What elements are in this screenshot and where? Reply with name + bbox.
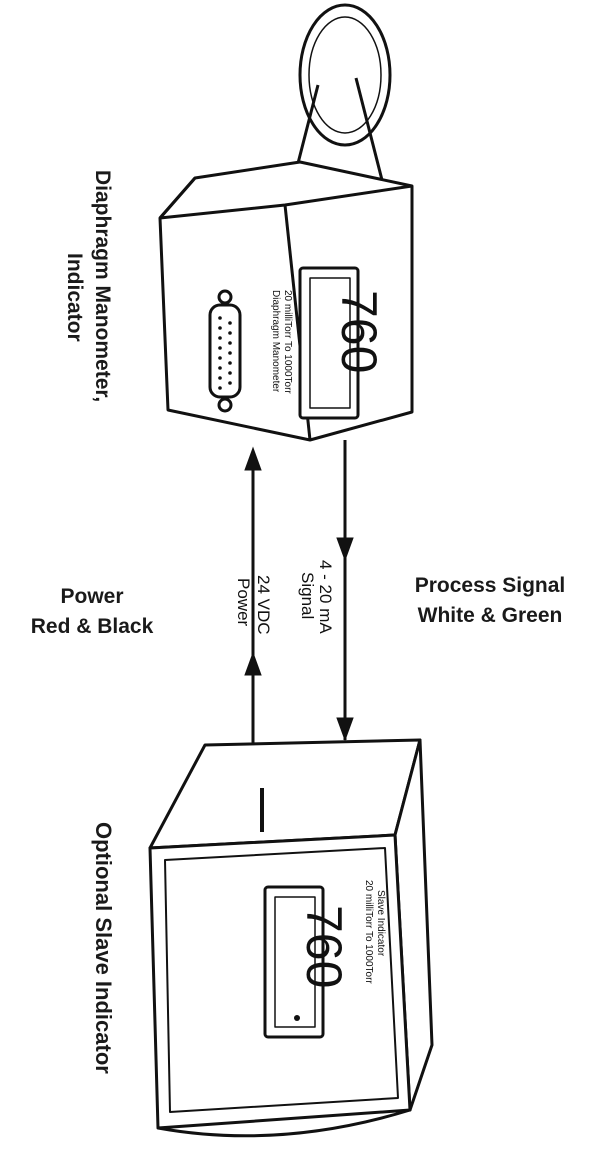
signal-wire xyxy=(336,440,354,742)
signal-wire-label-line2: Signal xyxy=(298,572,317,619)
connector-screw-bottom xyxy=(217,397,233,413)
process-signal-label-line1: Process Signal xyxy=(415,574,566,597)
manometer-readout: 760 xyxy=(331,290,387,373)
power-label: Power Red & Black xyxy=(31,585,154,638)
slave-plate-line2: 20 milliTorr To 1000Torr xyxy=(363,880,374,984)
db-connector xyxy=(208,303,242,399)
slave-display-window xyxy=(274,896,316,1028)
stem-outline xyxy=(293,77,384,181)
manometer-title-line1: Diaphragm Manometer, xyxy=(91,170,114,402)
slave-readout: 760 xyxy=(296,905,352,988)
manometer-plate-line1: 20 milliTorr To 1000Torr xyxy=(282,290,293,394)
power-wire xyxy=(244,446,262,745)
signal-wire-label-line1: 4 - 20 mA xyxy=(316,560,335,634)
housing-left-edge xyxy=(158,177,197,219)
slave-indicator xyxy=(148,738,434,1138)
diaphragm-manometer xyxy=(158,3,414,442)
flange-disc-inner xyxy=(308,16,382,134)
manometer-display-window xyxy=(309,277,351,409)
signal-arrow-bottom xyxy=(336,717,354,742)
power-wire-label-line1: 24 VDC xyxy=(254,575,273,635)
power-label-line1: Power xyxy=(60,585,123,608)
slave-bottom-lip xyxy=(157,1108,411,1138)
slave-title: Optional Slave Indicator xyxy=(91,822,116,1074)
slave-plate-line1: Slave Indicator xyxy=(375,890,386,957)
manometer-title: Diaphragm Manometer, Indicator xyxy=(63,170,114,402)
connector-screw-top xyxy=(217,289,233,305)
power-wire-label-line2: Power xyxy=(234,578,253,627)
slave-top-face xyxy=(148,738,422,850)
flange-disc xyxy=(298,3,392,147)
process-signal-label-line2: White & Green xyxy=(418,604,563,627)
power-arrow-up xyxy=(244,446,262,471)
power-label-line2: Red & Black xyxy=(31,615,154,638)
signal-arrow-top xyxy=(336,537,354,562)
connector-pins xyxy=(218,316,232,390)
slave-display-dot xyxy=(294,1015,300,1021)
manometer-title-line2: Indicator xyxy=(63,253,86,342)
process-signal-label: Process Signal White & Green xyxy=(415,574,566,627)
manometer-plate-line2: Diaphragm Manometer xyxy=(270,290,281,393)
power-arrow-mid xyxy=(244,651,262,676)
